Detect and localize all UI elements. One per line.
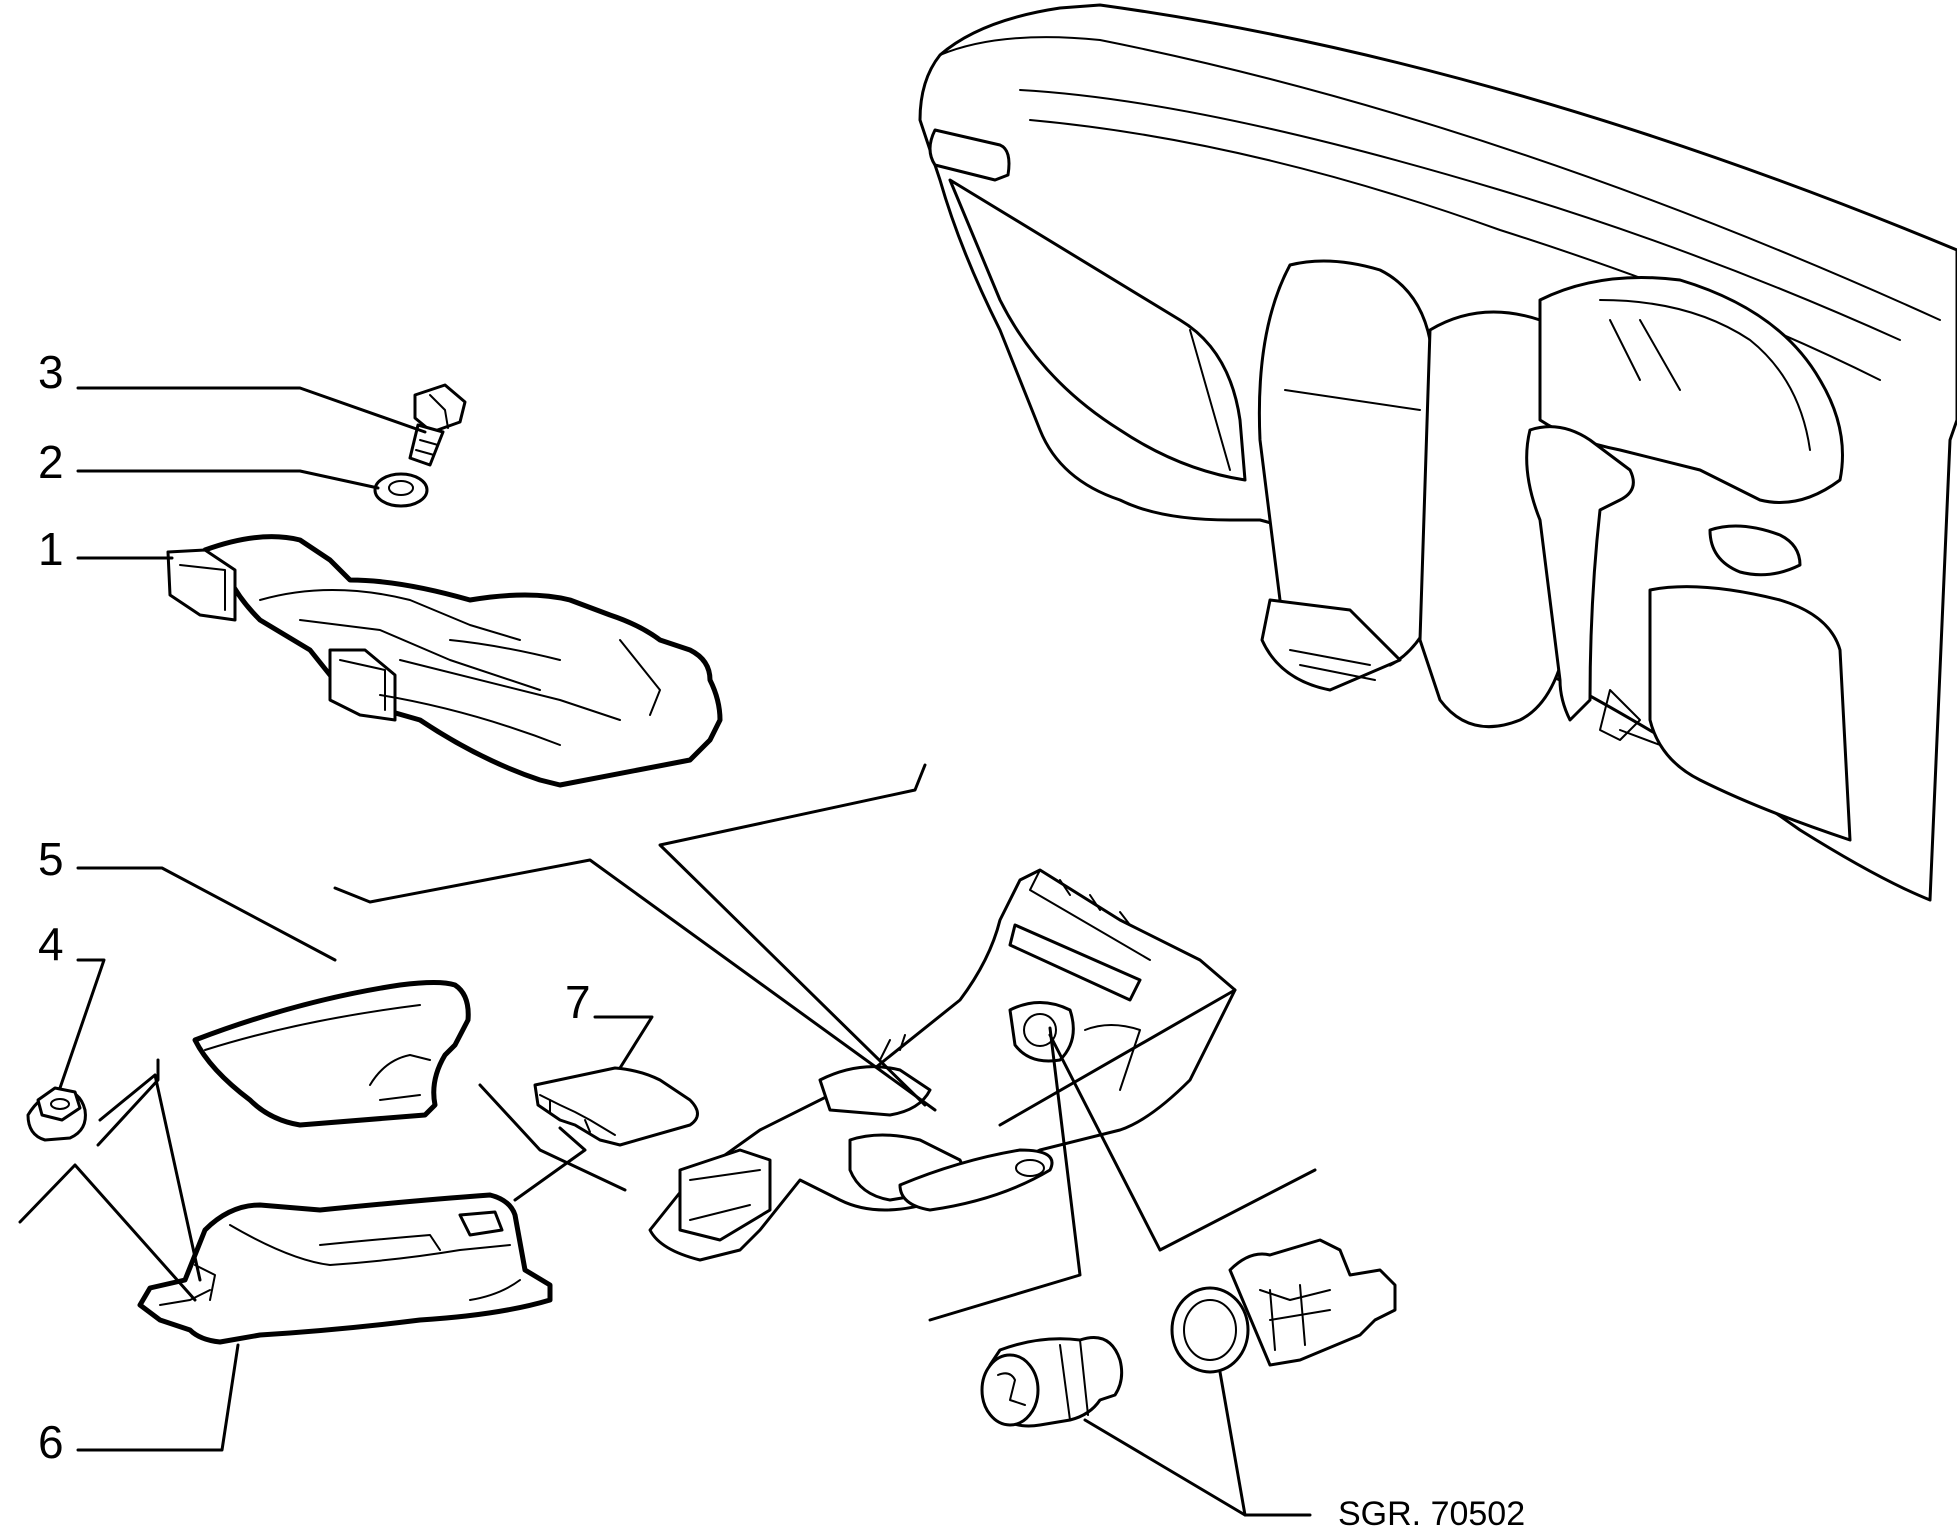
part-3-bolt (408, 383, 467, 467)
leader-lines (18, 386, 1317, 1517)
lighter-socket-part (980, 1336, 1124, 1428)
part-1-air-duct (166, 534, 723, 788)
part-5-boot (192, 980, 471, 1128)
part-7-cover (533, 1066, 699, 1147)
callout-2: 2 (38, 436, 64, 488)
part-2-washer (373, 472, 429, 508)
center-console-assembly (648, 868, 1237, 1262)
callout-6: 6 (38, 1416, 64, 1468)
part-4-nut (26, 1086, 87, 1142)
lighter-unit-part (1170, 1238, 1397, 1374)
callout-4: 4 (38, 918, 64, 970)
callout-3: 3 (38, 346, 64, 398)
callout-labels: 3 2 1 5 4 7 6 SGR. 70502 (38, 346, 1525, 1527)
part-6-tunnel-trim (137, 1192, 553, 1345)
reference-code: SGR. 70502 (1338, 1495, 1525, 1527)
dashboard-assembly (918, 3, 1957, 902)
callout-1: 1 (38, 523, 64, 575)
callout-7: 7 (565, 976, 591, 1028)
callout-5: 5 (38, 833, 64, 885)
